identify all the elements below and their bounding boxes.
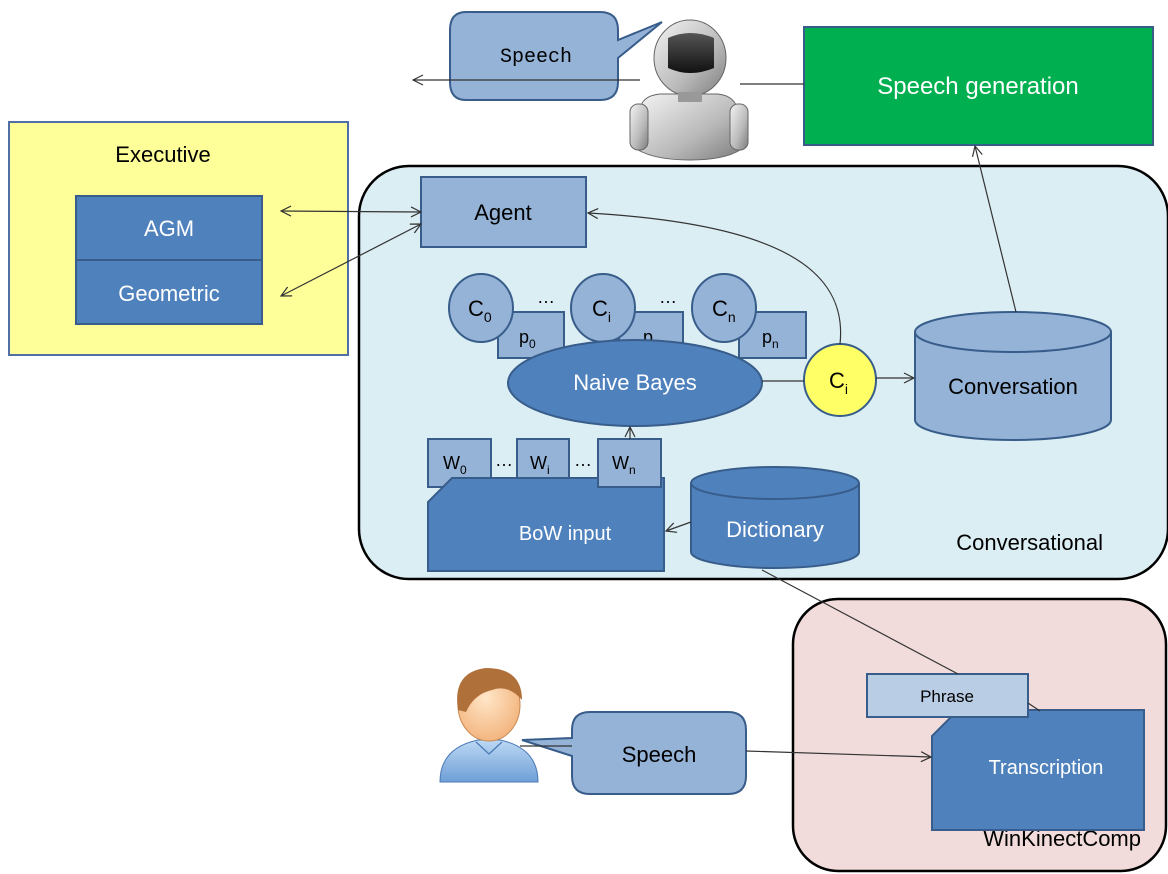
phrase-box: Phrase [866, 673, 1029, 718]
top-speech-label: Speech [500, 46, 572, 69]
transcription-module: Transcription [931, 709, 1145, 831]
agm-module: AGM [75, 195, 263, 261]
dictionary-to-phrase-line [761, 569, 959, 675]
connectors [281, 80, 1041, 757]
conversation-database: Conversation [914, 311, 1112, 441]
bow-input-module: BoW input [427, 477, 665, 572]
conversation-to-speechgen-arrow [975, 146, 1017, 313]
class-ellipsis: … [659, 287, 677, 307]
word-ellipsis: … [574, 450, 592, 470]
conversation-label: Conversation [948, 374, 1078, 399]
bottom-speech-label: Speech [622, 742, 697, 767]
speech-generation-label: Speech generation [877, 73, 1079, 100]
top-speech-bubble: Speech [449, 11, 663, 101]
speech-to-transcription-arrow [745, 750, 931, 757]
agm-agent-arrow [281, 211, 421, 212]
word-label: Wn [612, 453, 636, 477]
class-ellipsis: … [537, 287, 555, 307]
dictionary-database: Dictionary [690, 466, 860, 569]
class-label: Cn [712, 296, 736, 325]
geometric-module: Geometric [75, 259, 263, 325]
geometric-label: Geometric [118, 281, 219, 306]
executive-box: Executive AGM Geometric [8, 121, 349, 356]
selected-class-label: Ci [829, 368, 848, 397]
bottom-speech-bubble: Speech [521, 711, 747, 795]
naive-bayes-label: Naive Bayes [573, 370, 697, 395]
geometric-agent-arrow [281, 224, 421, 296]
agm-label: AGM [144, 216, 194, 241]
dictionary-to-bow-arrow [666, 521, 692, 531]
agent-module: Agent [420, 176, 587, 248]
transcription-label: Transcription [989, 757, 1104, 779]
conversational-title: Conversational [956, 530, 1103, 555]
class-node: pn Cn [691, 273, 807, 359]
prob-label: p0 [519, 327, 536, 351]
user-icon [439, 668, 539, 783]
selected-class-node: Ci [803, 343, 877, 417]
naive-bayes-node: Naive Bayes [507, 339, 763, 427]
class-label: C0 [468, 296, 492, 325]
word-ellipsis: … [495, 450, 513, 470]
agent-label: Agent [474, 200, 532, 225]
phrase-to-transcription-line [1027, 702, 1041, 712]
word-box: Wn [597, 438, 662, 488]
bow-input-label: BoW input [519, 523, 612, 545]
prob-label: pn [762, 327, 779, 351]
speech-generation-module: Speech generation [803, 26, 1154, 146]
ci-to-agent-arrow [588, 213, 842, 345]
class-label: Ci [592, 296, 611, 325]
phrase-label: Phrase [920, 687, 974, 706]
executive-title: Executive [115, 142, 210, 167]
dictionary-label: Dictionary [726, 517, 824, 542]
word-label: Wi [530, 453, 550, 477]
robot-icon [629, 19, 749, 161]
word-label: W0 [443, 453, 467, 477]
